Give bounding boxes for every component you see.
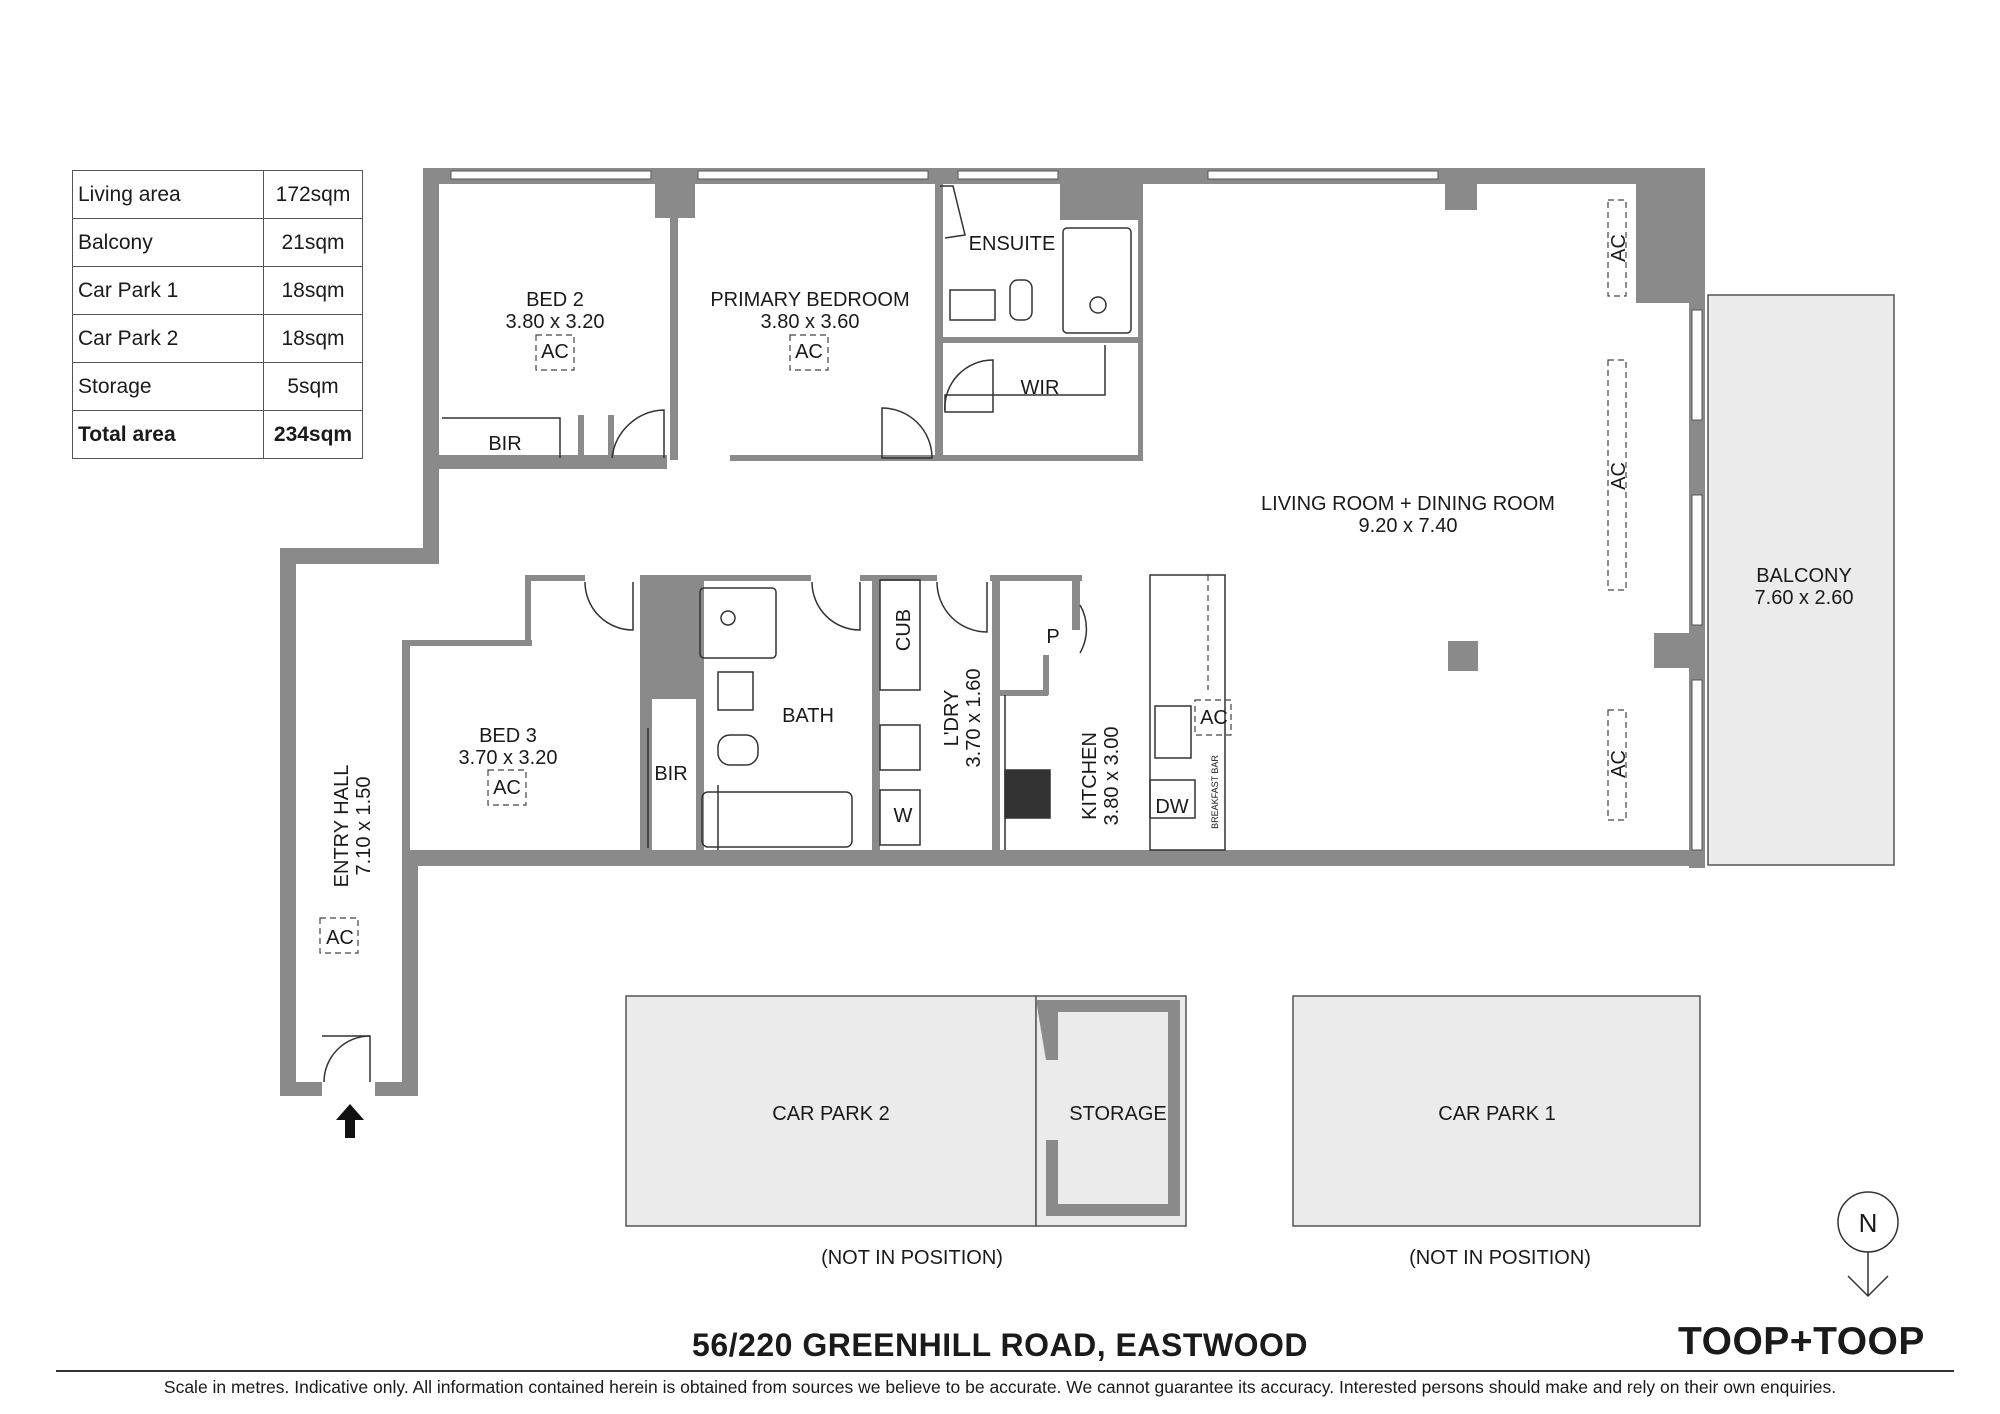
storage-name: STORAGE — [1069, 1103, 1166, 1125]
living-ac-1: AC — [1608, 234, 1630, 262]
entry-hall-dims: 7.10 x 1.50 — [353, 777, 375, 876]
walls — [280, 168, 1705, 1096]
living-ac-2: AC — [1608, 462, 1630, 490]
car-park-2-area — [625, 995, 1037, 1227]
car-park-1-name: CAR PARK 1 — [1438, 1103, 1555, 1125]
storage-area — [1035, 995, 1187, 1227]
pantry-name: P — [1046, 626, 1059, 648]
area-value: 5sqm — [263, 362, 363, 411]
area-value: 18sqm — [263, 314, 363, 363]
kitchen-name: KITCHEN — [1079, 732, 1101, 820]
bed2-bir-name: BIR — [488, 433, 521, 455]
area-label: Living area — [72, 170, 264, 219]
bed2-ac: AC — [541, 341, 569, 363]
living-name: LIVING ROOM + DINING ROOM — [1261, 493, 1555, 515]
kitchen-fixtures — [1004, 574, 1226, 851]
car-park-1-note: (NOT IN POSITION) — [1409, 1247, 1591, 1269]
compass-letter: N — [1859, 1208, 1878, 1238]
kitchen-ac: AC — [1200, 707, 1228, 729]
brand-logo: TOOP+TOOP — [1678, 1320, 1925, 1363]
kitchen-dims: 3.80 x 3.00 — [1101, 727, 1123, 826]
dw-name: DW — [1155, 796, 1188, 818]
area-value: 21sqm — [263, 218, 363, 267]
car-park-2-name: CAR PARK 2 — [772, 1103, 889, 1125]
bath-fixtures — [699, 587, 853, 850]
balcony-dims: 7.60 x 2.60 — [1755, 587, 1854, 609]
area-label: Car Park 2 — [72, 314, 264, 363]
entry-hall-name: ENTRY HALL — [331, 765, 353, 888]
primary-bedroom-dims: 3.80 x 3.60 — [761, 311, 860, 333]
laundry-dims: 3.70 x 1.60 — [963, 669, 985, 768]
area-value: 172sqm — [263, 170, 363, 219]
balcony-name: BALCONY — [1756, 565, 1852, 587]
balcony-area — [1707, 294, 1895, 866]
cub-name: CUB — [893, 609, 915, 651]
bed3-bir-name: BIR — [654, 763, 687, 785]
bed2-bir — [442, 417, 561, 458]
area-value: 18sqm — [263, 266, 363, 315]
ensuite-name: ENSUITE — [969, 233, 1056, 255]
compass-icon — [1837, 1191, 1899, 1298]
area-label: Car Park 1 — [72, 266, 264, 315]
bed3-ac: AC — [493, 777, 521, 799]
entry-arrow-icon — [336, 1104, 364, 1138]
living-ac-3: AC — [1608, 750, 1630, 778]
area-label: Balcony — [72, 218, 264, 267]
bed2-dims: 3.80 x 3.20 — [506, 311, 605, 333]
door-swings — [322, 185, 1088, 1083]
ac-boxes — [319, 199, 1627, 954]
bed3-name: BED 3 — [479, 725, 537, 747]
bed2-name: BED 2 — [526, 289, 584, 311]
laundry-fixtures — [879, 579, 921, 846]
car-park-2-note: (NOT IN POSITION) — [821, 1247, 1003, 1269]
wir-name: WIR — [1021, 377, 1060, 399]
entry-ac: AC — [326, 927, 354, 949]
north-windows — [450, 170, 1439, 180]
bath-name: BATH — [782, 705, 834, 727]
primary-bedroom-name: PRIMARY BEDROOM — [710, 289, 909, 311]
living-dims: 9.20 x 7.40 — [1359, 515, 1458, 537]
area-total-value: 234sqm — [263, 410, 363, 459]
primary-bedroom-ac: AC — [795, 341, 823, 363]
wir-shelf — [944, 345, 1106, 410]
area-total-label: Total area — [72, 410, 264, 459]
car-park-1-area — [1292, 995, 1701, 1227]
breakfast-bar-name: BREAKFAST BAR — [1210, 755, 1220, 829]
bed3-dims: 3.70 x 3.20 — [459, 747, 558, 769]
washer-name: W — [894, 805, 913, 827]
storage-wall — [1036, 1000, 1180, 1216]
property-address: 56/220 GREENHILL ROAD, EASTWOOD — [692, 1327, 1308, 1363]
east-windows — [1691, 309, 1703, 851]
footer-rule — [56, 1370, 1954, 1372]
area-label: Storage — [72, 362, 264, 411]
ensuite-fixtures — [949, 227, 1132, 334]
laundry-name: L'DRY — [941, 690, 963, 747]
disclaimer-text: Scale in metres. Indicative only. All in… — [163, 1377, 1837, 1397]
